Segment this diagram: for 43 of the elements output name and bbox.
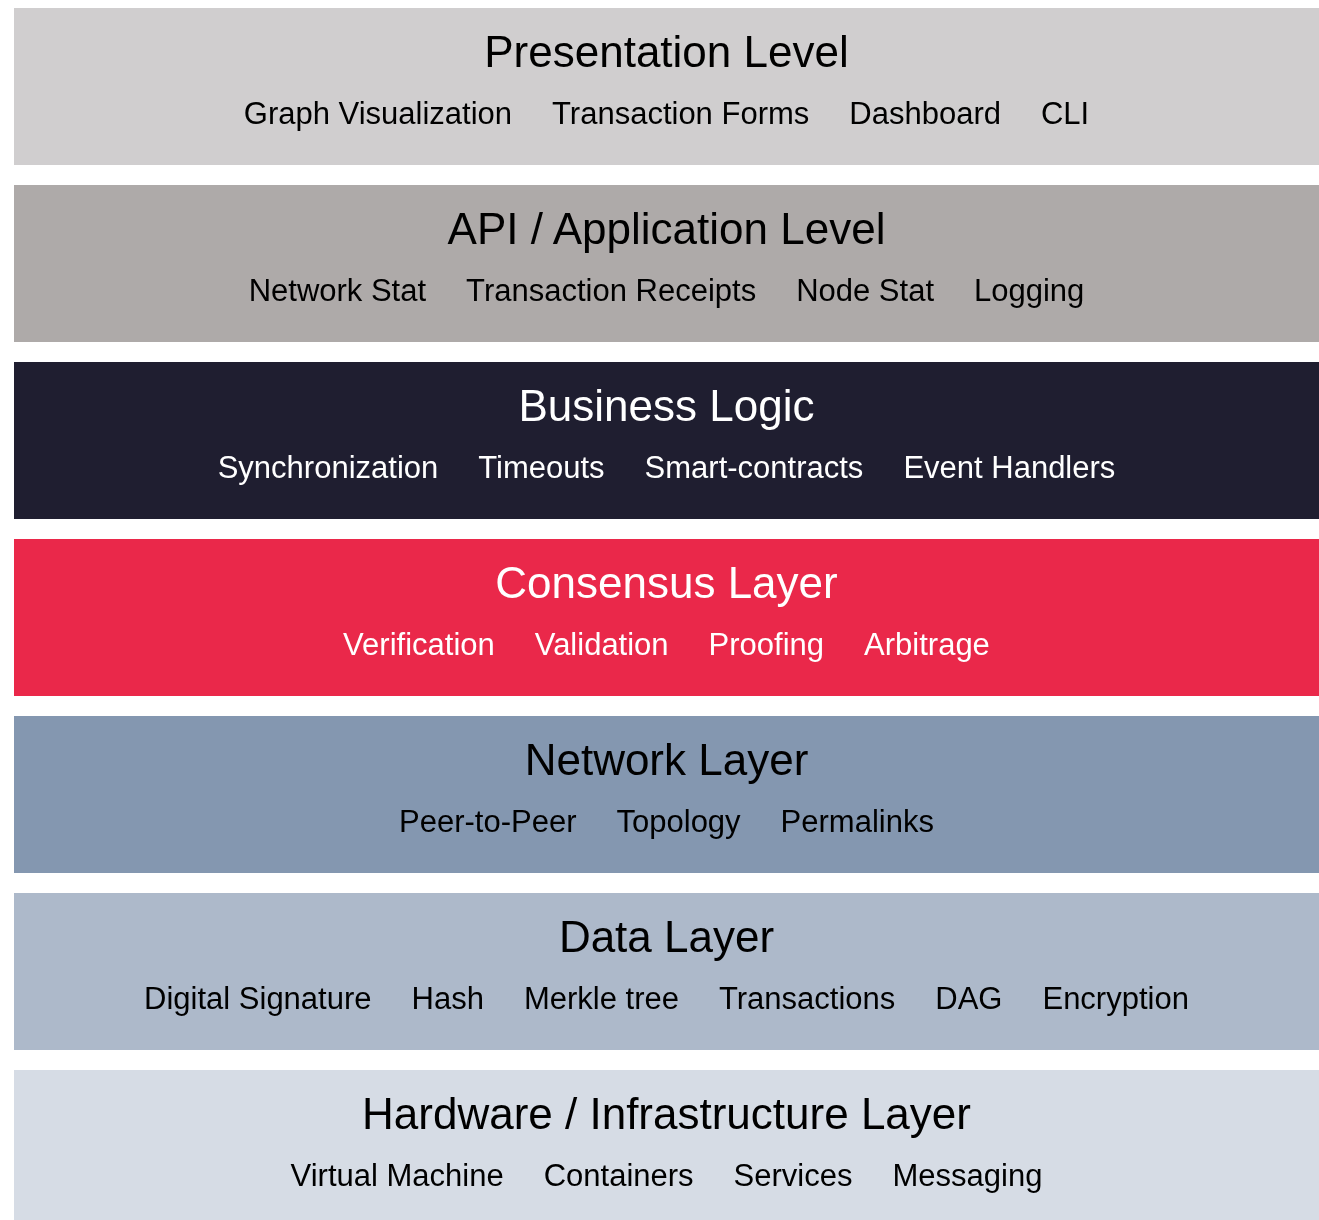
component-label: Services xyxy=(733,1158,853,1194)
layer-title: Business Logic xyxy=(518,382,815,430)
component-label: Timeouts xyxy=(478,450,605,486)
component-label: Permalinks xyxy=(780,804,934,840)
layer-title: Network Layer xyxy=(524,736,809,784)
component-label: Containers xyxy=(543,1158,694,1194)
component-label: Merkle tree xyxy=(523,981,679,1017)
component-label: Smart-contracts xyxy=(644,450,864,486)
component-label: Transaction Receipts xyxy=(466,273,757,309)
component-label: Messaging xyxy=(892,1158,1043,1194)
component-label: Hash xyxy=(411,981,484,1017)
layer-title: Presentation Level xyxy=(484,28,849,76)
layer-band xyxy=(14,8,1319,165)
component-label: Peer-to-Peer xyxy=(399,804,577,840)
component-label: Virtual Machine xyxy=(290,1158,504,1194)
component-label: Proofing xyxy=(708,627,825,663)
component-label: Graph Visualization xyxy=(243,96,513,132)
layer-band xyxy=(14,893,1319,1050)
layer-band xyxy=(14,362,1319,519)
component-label: Dashboard xyxy=(849,96,1001,132)
component-label: Encryption xyxy=(1042,981,1189,1017)
component-label: Logging xyxy=(974,273,1085,309)
component-label: Verification xyxy=(343,627,495,663)
component-label: Transactions xyxy=(718,981,896,1017)
component-label: Topology xyxy=(616,804,741,840)
layer-band xyxy=(14,716,1319,873)
layer-title: API / Application Level xyxy=(447,205,886,253)
layer-band xyxy=(14,539,1319,696)
component-label: Network Stat xyxy=(248,273,427,309)
component-label: Validation xyxy=(534,627,669,663)
component-label: Arbitrage xyxy=(864,627,990,663)
layer-title: Consensus Layer xyxy=(495,559,838,607)
component-label: CLI xyxy=(1040,96,1090,132)
component-label: DAG xyxy=(935,981,1003,1017)
component-label: Transaction Forms xyxy=(552,96,810,132)
layer-band xyxy=(14,1070,1319,1220)
layer-band xyxy=(14,185,1319,342)
component-label: Synchronization xyxy=(217,450,439,486)
layer-title: Hardware / Infrastructure Layer xyxy=(362,1090,971,1138)
component-label: Event Handlers xyxy=(903,450,1116,486)
component-label: Digital Signature xyxy=(144,981,372,1017)
component-label: Node Stat xyxy=(796,273,934,309)
layer-title: Data Layer xyxy=(558,913,775,961)
